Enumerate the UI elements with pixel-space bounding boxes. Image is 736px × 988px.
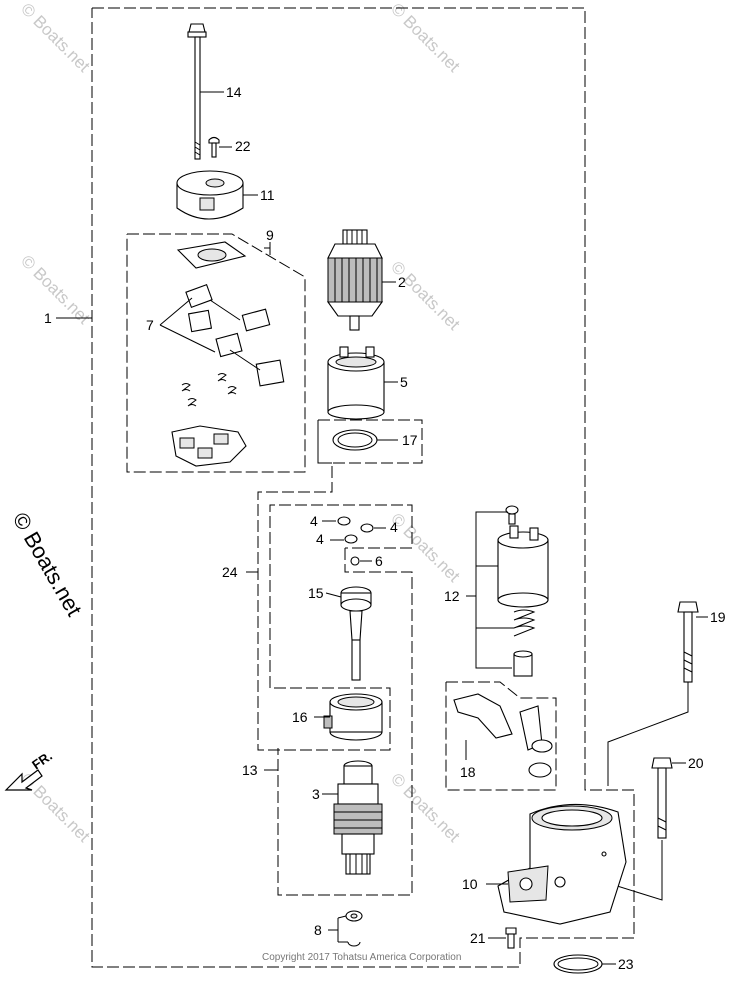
- part-19-bolt: [677, 601, 699, 683]
- callout-8: 8: [314, 922, 322, 938]
- callout-6: 6: [375, 553, 383, 569]
- callout-22: 22: [235, 138, 251, 154]
- callout-18: 18: [460, 764, 476, 780]
- part-13-box: [277, 548, 413, 896]
- part-16-internal-gear: [323, 693, 383, 741]
- part-9-brush-plate: [176, 241, 247, 269]
- callout-16: 16: [292, 709, 308, 725]
- part-7-brush-set: [185, 284, 285, 387]
- watermark-5: © Boats.net: [387, 509, 464, 586]
- watermark-3: © Boats.net: [17, 251, 94, 328]
- callout-5: 5: [400, 374, 408, 390]
- part-11-end-cover: [176, 170, 244, 220]
- part-18-box: [445, 681, 557, 791]
- callout-23: 23: [618, 956, 634, 972]
- part-17-retaining-ring: [332, 429, 378, 451]
- part-2-armature: [326, 229, 384, 331]
- part-14-through-bolt: [187, 23, 207, 160]
- part-10-front-housing: [497, 803, 627, 925]
- callout-1: 1: [44, 310, 52, 326]
- callout-21: 21: [470, 930, 486, 946]
- part-7-springs: [181, 373, 237, 407]
- callout-14: 14: [226, 84, 242, 100]
- watermark-2: © Boats.net: [387, 0, 464, 76]
- front-direction-label: FR.: [29, 748, 55, 772]
- part-21-screw: [505, 927, 517, 949]
- callout-11: 11: [260, 187, 275, 203]
- part-15-shaft: [340, 586, 372, 681]
- callout-20: 20: [688, 755, 704, 771]
- part-9-brush-holder-base: [171, 425, 247, 467]
- assembly-outline-1: [91, 7, 635, 968]
- watermark-main: © Boats.net: [8, 508, 87, 620]
- part-12-solenoid: [497, 505, 549, 677]
- part-17-24-box: [257, 419, 423, 751]
- callout-17: 17: [402, 432, 418, 448]
- callout-13: 13: [242, 762, 258, 778]
- callout-3: 3: [312, 786, 320, 802]
- part-22-screw: [208, 136, 220, 158]
- callout-2: 2: [398, 274, 406, 290]
- part-5-yoke: [327, 346, 385, 420]
- copyright-notice: Copyright 2017 Tohatsu America Corporati…: [262, 952, 461, 963]
- callout-10: 10: [462, 876, 478, 892]
- callout-4a: 4: [310, 513, 318, 529]
- brush-group-box-9: [126, 233, 306, 473]
- callout-15: 15: [308, 585, 324, 601]
- watermark-7: © Boats.net: [387, 769, 464, 846]
- part-18-lever-set: [453, 693, 553, 778]
- front-arrow-icon: [4, 769, 43, 791]
- callout-24: 24: [222, 564, 238, 580]
- part-8-collar-clip: [345, 910, 363, 947]
- part-3-pinion-clutch: [333, 760, 383, 875]
- part-6-steel-ball: [350, 556, 360, 566]
- part-20-bolt: [651, 757, 673, 839]
- callout-9: 9: [266, 227, 274, 243]
- callout-12: 12: [444, 588, 460, 604]
- callout-19: 19: [710, 609, 726, 625]
- callout-7: 7: [146, 317, 154, 333]
- callout-4c: 4: [316, 531, 324, 547]
- part-19-leader: [607, 682, 689, 786]
- part-4-nuts: [337, 516, 374, 544]
- watermark-4: © Boats.net: [387, 257, 464, 334]
- watermark-1: © Boats.net: [17, 0, 94, 76]
- callout-4b: 4: [390, 519, 398, 535]
